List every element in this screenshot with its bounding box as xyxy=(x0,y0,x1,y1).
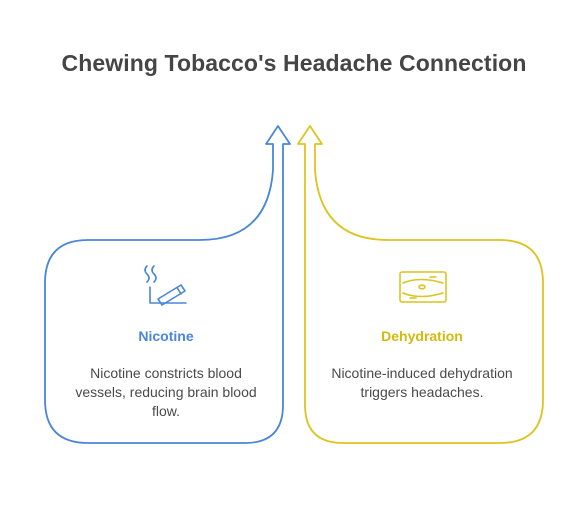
dehydration-description: Nicotine-induced dehydration triggers he… xyxy=(331,365,513,400)
cigarette-icon xyxy=(144,265,187,306)
nicotine-description: Nicotine constricts blood vessels, reduc… xyxy=(75,365,257,419)
dry-skin-icon xyxy=(399,271,447,303)
dehydration-heading: Dehydration xyxy=(381,328,463,344)
dehydration-card-outline xyxy=(297,125,544,444)
nicotine-card-outline xyxy=(44,125,291,444)
diagram-title: Chewing Tobacco's Headache Connection xyxy=(61,50,527,76)
nicotine-heading: Nicotine xyxy=(138,328,194,344)
